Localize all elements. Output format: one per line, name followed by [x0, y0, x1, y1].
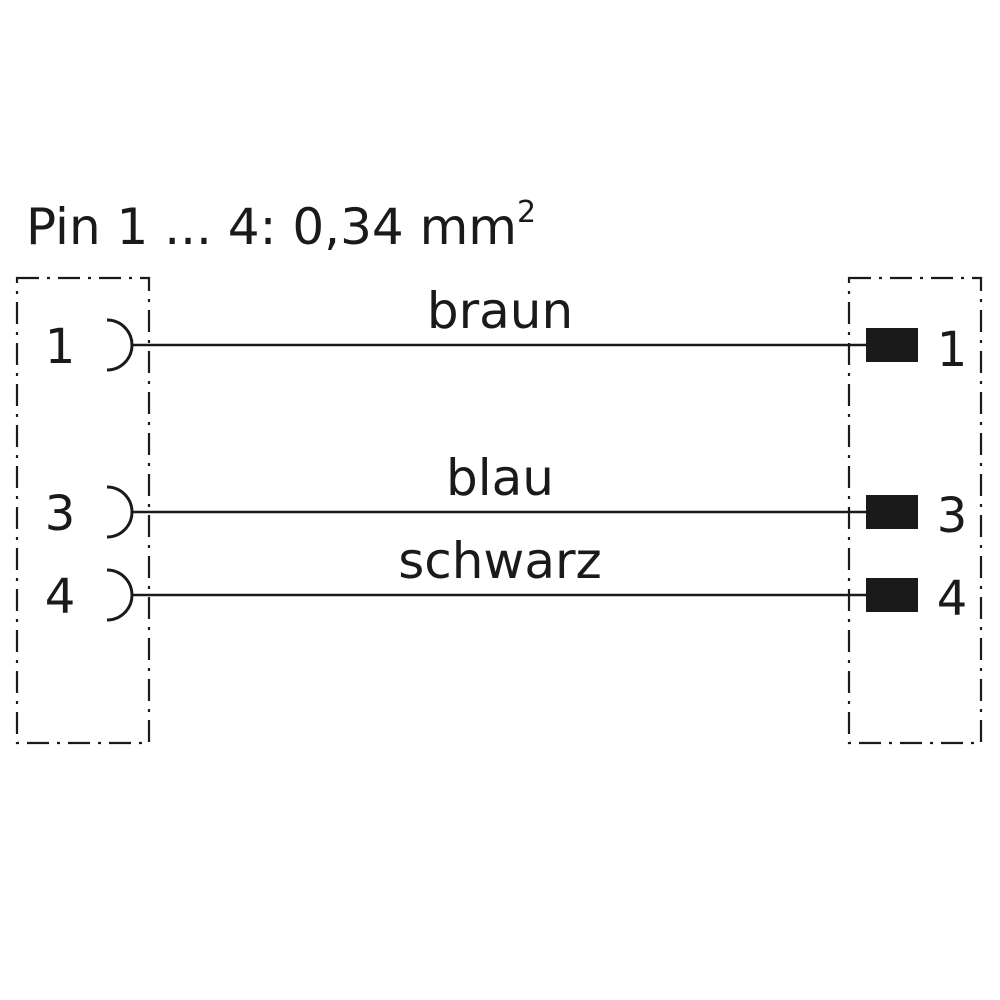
- left-pin-number: 4: [45, 569, 76, 625]
- wire-pin-1: 1 1 braun: [45, 282, 968, 378]
- wire-color-label: schwarz: [398, 532, 602, 590]
- socket-contact-icon: [106, 485, 134, 539]
- spec-superscript: 2: [517, 195, 536, 230]
- right-connector-housing: [847, 276, 983, 745]
- right-pin-number: 4: [937, 571, 968, 627]
- wire-color-label: blau: [446, 449, 554, 507]
- pin-contact-icon: [866, 328, 918, 362]
- wire-color-label: braun: [427, 282, 573, 340]
- wire-pin-4: 4 4 schwarz: [45, 532, 968, 627]
- left-pin-number: 1: [45, 319, 76, 375]
- spec-text: Pin 1 ... 4: 0,34 mm: [26, 198, 517, 256]
- pin-contact-icon: [866, 578, 918, 612]
- left-connector-housing: [15, 276, 151, 745]
- wire-pin-3: 3 3 blau: [45, 449, 968, 544]
- left-pin-number: 3: [45, 486, 76, 542]
- right-pin-number: 3: [937, 488, 968, 544]
- pin-contact-icon: [866, 495, 918, 529]
- right-pin-number: 1: [937, 322, 968, 378]
- socket-contact-icon: [106, 318, 134, 372]
- socket-contact-icon: [106, 568, 134, 622]
- cross-section-spec: Pin 1 ... 4: 0,34 mm2: [26, 195, 536, 256]
